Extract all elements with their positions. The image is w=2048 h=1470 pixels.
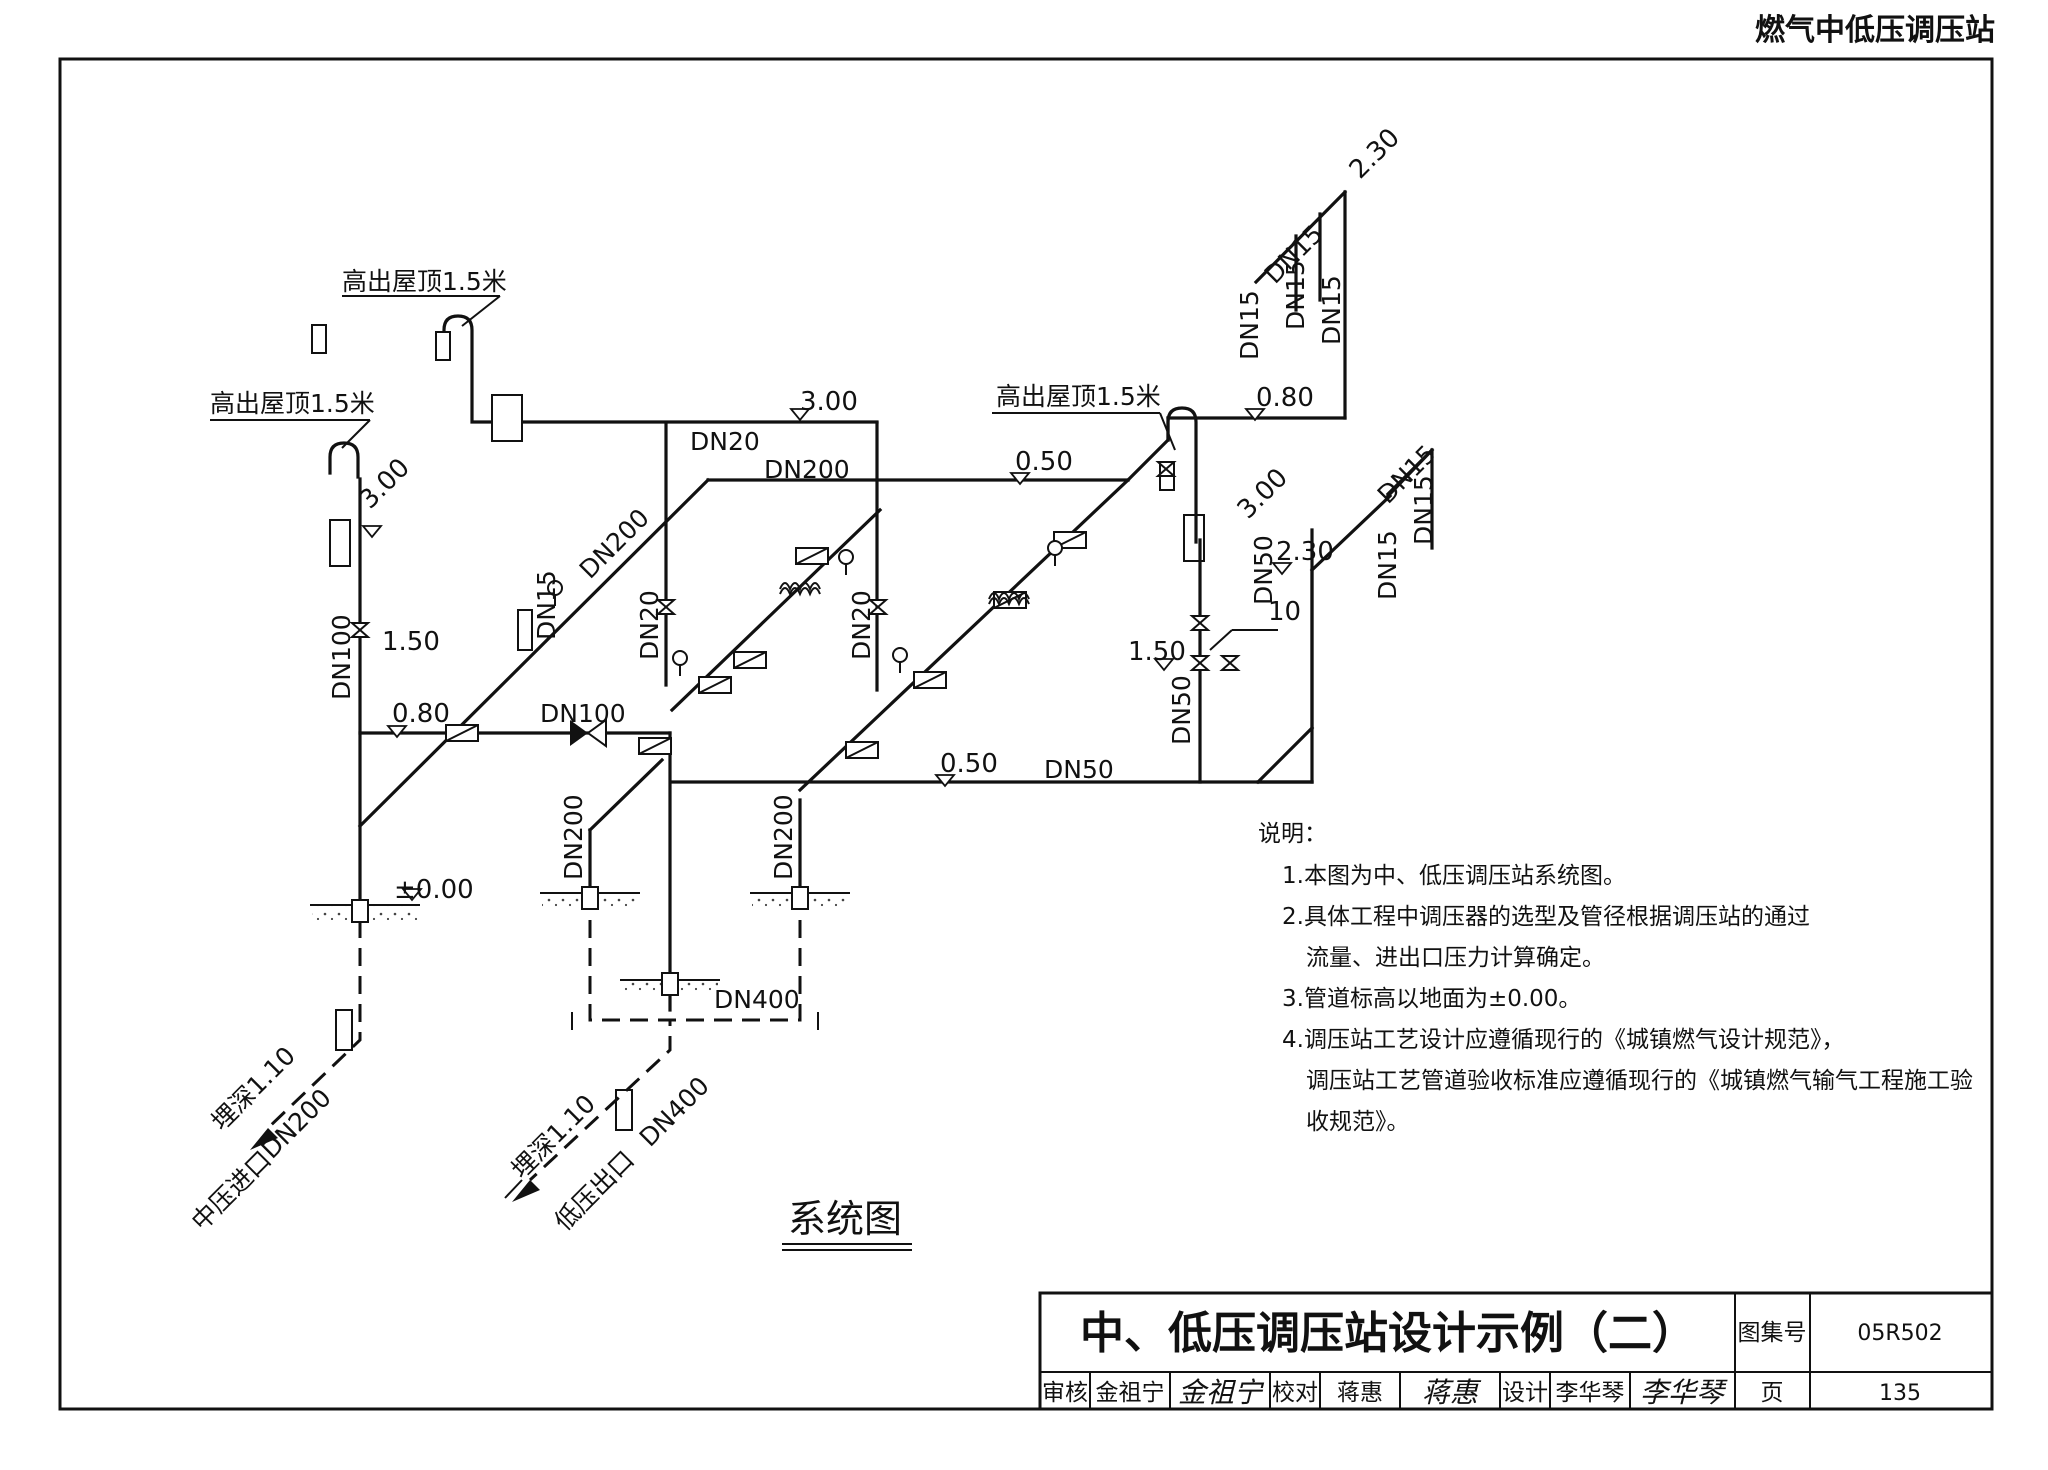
elevation-label: 2.30 — [1276, 537, 1334, 567]
elevation-label: 3.00 — [800, 387, 858, 417]
elevation-label: 0.80 — [1256, 383, 1314, 413]
note-number: 4. — [1282, 1027, 1304, 1053]
note-text: 调压站工艺设计应遵循现行的《城镇燃气设计规范》， — [1303, 1027, 1845, 1053]
design-label: 设计 — [1502, 1380, 1548, 1406]
note-text: 本图为中、低压调压站系统图。 — [1303, 863, 1626, 889]
checker-signature: 蒋惠 — [1422, 1376, 1482, 1409]
elevation-label: 0.50 — [940, 749, 998, 779]
outlet-depth: 埋深1.10 — [506, 1089, 601, 1184]
pipe-size-label: DN200 — [256, 1083, 337, 1164]
leader-lines — [210, 295, 1278, 651]
atlas-label: 图集号 — [1738, 1320, 1807, 1346]
roof-vent-label: 高出屋顶1.5米 — [342, 267, 507, 296]
roof-vent-label: 高出屋顶1.5米 — [210, 389, 375, 418]
pipe-size-label: DN400 — [714, 985, 800, 1014]
pipe-size-label: DN15 — [532, 570, 561, 640]
fittings — [311, 324, 1241, 1131]
elevation-label: 0.80 — [392, 699, 450, 729]
notes-title: 说明： — [1258, 821, 1327, 847]
flow-arrows — [250, 1128, 540, 1202]
designer-name: 李华琴 — [1556, 1380, 1625, 1406]
pipe-size-label: DN200 — [764, 455, 850, 484]
pipe-size-label: DN100 — [540, 699, 626, 728]
pipe-size-label: DN15 — [1317, 275, 1346, 345]
elevation-label: 3.00 — [1232, 463, 1294, 525]
roof-vent-label: 高出屋顶1.5米 — [996, 382, 1161, 411]
note-item: 2.具体工程中调压器的选型及管径根据调压站的通过流量、进出口压力计算确定。 — [1282, 897, 1978, 979]
elevation-label: 3.00 — [354, 453, 416, 515]
note-number: 3. — [1282, 986, 1304, 1012]
check-label: 校对 — [1272, 1380, 1318, 1406]
pipe-size-label: DN15 — [1235, 290, 1264, 360]
pipe-size-label: DN100 — [327, 614, 356, 700]
diagram-caption: 系统图 — [788, 1197, 902, 1241]
elevation-label: 1.50 — [382, 627, 440, 657]
pipe-size-label: DN50 — [1249, 535, 1278, 605]
buried-pipes — [266, 920, 819, 1182]
pipe-size-label: DN20 — [847, 590, 876, 660]
pipe-size-label: DN50 — [1167, 675, 1196, 745]
atlas-number: 05R502 — [1857, 1321, 1942, 1346]
outlet-label: 低压出口 — [549, 1145, 640, 1236]
page-number: 135 — [1879, 1381, 1921, 1406]
pipe-size-label: DN20 — [635, 590, 664, 660]
note-continuation: 调压站工艺管道验收标准应遵循现行的《城镇燃气输气工程施工验收规范》。 — [1306, 1068, 1973, 1135]
checker-name: 蒋惠 — [1337, 1380, 1383, 1406]
notes-block: 说明： 1.本图为中、低压调压站系统图。 2.具体工程中调压器的选型及管径根据调… — [1258, 814, 1978, 1143]
inlet-label: 中压进口 — [186, 1145, 277, 1236]
pipe-size-label: DN200 — [559, 794, 588, 880]
reviewer-name: 金祖宁 — [1096, 1380, 1165, 1406]
page-label: 页 — [1761, 1380, 1784, 1406]
notes-list: 1.本图为中、低压调压站系统图。 2.具体工程中调压器的选型及管径根据调压站的通… — [1258, 856, 1978, 1143]
pipe-size-label: DN15 — [1281, 260, 1310, 330]
note-text: 管道标高以地面为±0.00。 — [1303, 986, 1582, 1012]
reviewer-signature: 金祖宁 — [1178, 1376, 1265, 1409]
note-number: 2. — [1282, 904, 1304, 930]
pipe-size-label: DN15 — [1409, 475, 1438, 545]
review-label: 审核 — [1042, 1380, 1088, 1406]
note-text: 具体工程中调压器的选型及管径根据调压站的通过 — [1303, 904, 1810, 930]
note-item: 4.调压站工艺设计应遵循现行的《城镇燃气设计规范》， 调压站工艺管道验收标准应遵循… — [1282, 1020, 1978, 1143]
elevation-label: ±0.00 — [394, 875, 474, 905]
drawing-border — [58, 57, 1994, 1411]
elevation-label: 1.50 — [1128, 637, 1186, 667]
elevation-label: 10 — [1268, 597, 1301, 627]
pipe-size-label: DN50 — [1044, 755, 1114, 784]
note-item: 1.本图为中、低压调压站系统图。 — [1282, 856, 1978, 897]
note-continuation: 流量、进出口压力计算确定。 — [1306, 945, 1605, 971]
note-number: 1. — [1282, 863, 1304, 889]
sheet-header-title: 燃气中低压调压站 — [1755, 13, 1995, 48]
title-block-title: 中、低压调压站设计示例（二） — [1080, 1308, 1696, 1359]
pipe-size-label: DN20 — [690, 427, 760, 456]
title-block: 中、低压调压站设计示例（二） 图集号 05R502 页 135 审核 金祖宁 金… — [1038, 1291, 1994, 1411]
elevation-label: 0.50 — [1015, 447, 1073, 477]
designer-signature: 李华琴 — [1640, 1376, 1728, 1409]
elevation-label: 2.30 — [1344, 123, 1406, 185]
note-item: 3.管道标高以地面为±0.00。 — [1282, 979, 1978, 1020]
pipe-size-label: DN200 — [769, 794, 798, 880]
diagram-labels: 高出屋顶1.5米 高出屋顶1.5米 高出屋顶1.5米 3.00 3.00 3.0… — [186, 123, 1442, 1251]
pipe-size-label: DN400 — [634, 1071, 715, 1152]
pipe-size-label: DN15 — [1373, 530, 1402, 600]
ground-lines — [310, 886, 850, 996]
